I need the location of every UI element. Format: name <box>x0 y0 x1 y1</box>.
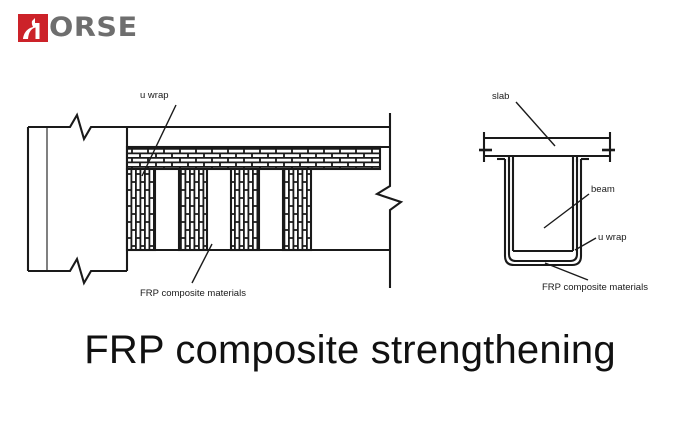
label-beam: beam <box>591 184 615 195</box>
horse-head-icon <box>18 14 48 42</box>
frp-horizontal-band <box>125 145 382 171</box>
beam-leader-line <box>543 193 590 229</box>
brand-logo: ORSE <box>18 13 137 43</box>
column-outline <box>26 112 129 286</box>
label-u-wrap-right: u wrap <box>598 232 627 243</box>
u-wrap-outer-profile <box>507 159 579 263</box>
label-frp-right: FRP composite materials <box>542 282 648 293</box>
frp-u-wrap-strap <box>281 167 313 252</box>
beam-section <box>511 156 575 253</box>
u-wrap-leader-line <box>141 104 177 177</box>
right-section-diagram: slab beam u wrap FRP composite materials <box>479 91 648 293</box>
frp-u-wrap-strap <box>229 167 261 252</box>
page-title: FRP composite strengthening <box>84 328 616 372</box>
technical-drawing: u wrap FRP composite materials <box>26 90 648 299</box>
slab-leader-line <box>515 101 556 147</box>
label-u-wrap-left: u wrap <box>140 90 169 101</box>
slab-section <box>479 132 615 162</box>
frp-u-wrap-strap <box>125 167 157 252</box>
horse-head-icon-svg <box>18 14 48 42</box>
label-frp-left: FRP composite materials <box>140 288 246 299</box>
frp-u-wrap-strap <box>177 167 209 252</box>
right-break-symbol <box>374 113 404 288</box>
frp-leader-line-right <box>544 262 589 281</box>
u-wrap-inner-profile <box>503 159 583 267</box>
frp-leader-line-left <box>191 243 213 284</box>
left-elevation-diagram: u wrap FRP composite materials <box>26 90 404 299</box>
label-slab: slab <box>492 91 509 102</box>
u-wrap-anchor-hooks <box>497 155 589 162</box>
logo-wordmark: ORSE <box>49 12 138 43</box>
u-wrap-leader-line-right <box>574 237 597 251</box>
slab-profile <box>127 125 390 149</box>
